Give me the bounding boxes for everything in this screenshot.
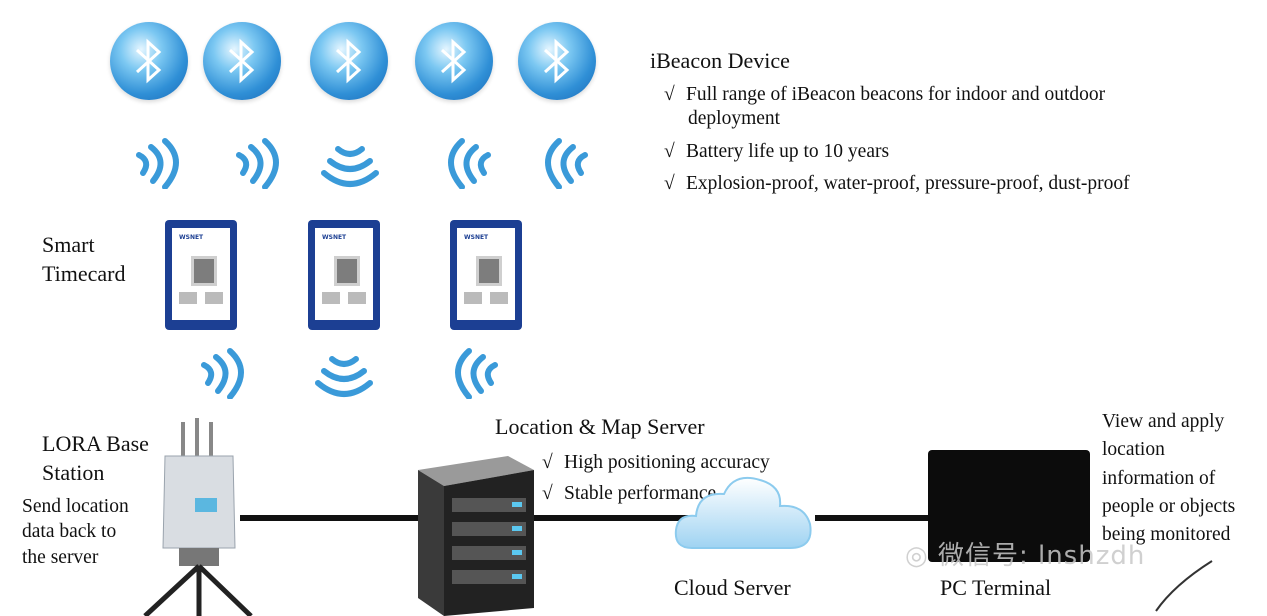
check-icon: √ [664, 84, 675, 105]
network-link [240, 515, 420, 521]
pc-terminal-desc: View and apply location information of p… [1102, 411, 1236, 546]
signal-wave-icon [201, 348, 244, 399]
bluetooth-beacon [110, 22, 188, 100]
bluetooth-beacon [415, 22, 493, 100]
check-icon: √ [542, 483, 553, 505]
signal-wave-icon [455, 348, 498, 399]
ibeacon-feature-list: √Full range of iBeacon beacons for indoo… [664, 83, 1130, 197]
server-icon [418, 456, 534, 616]
network-link [530, 515, 690, 521]
bluetooth-beacon [203, 22, 281, 100]
ibeacon-feature: √Battery life up to 10 years [664, 140, 1130, 164]
bluetooth-beacon [310, 22, 388, 100]
cloud-label: Cloud Server [674, 575, 791, 600]
ibeacon-feature: √Explosion-proof, water-proof, pressure-… [664, 172, 1130, 196]
network-link [815, 515, 935, 521]
bluetooth-icon [135, 38, 162, 84]
cloud-icon [674, 476, 812, 549]
signal-wave-icon [315, 356, 373, 397]
ibeacon-title: iBeacon Device [650, 48, 790, 73]
location-server-feature: √Stable performance [542, 478, 770, 509]
check-icon: √ [664, 140, 675, 162]
location-server-feature-list: √High positioning accuracy √Stable perfo… [542, 447, 770, 509]
stylus-stroke [1155, 560, 1213, 612]
signal-wave-icon [136, 138, 179, 189]
signal-wave-icon [448, 138, 491, 189]
base-station-title: LORA Base Station [42, 431, 149, 485]
location-server-title: Location & Map Server [495, 414, 705, 439]
bluetooth-icon [543, 38, 570, 84]
signal-wave-icon [545, 138, 588, 189]
pc-terminal-label: PC Terminal [940, 575, 1052, 600]
smart-timecard: WSNET [450, 220, 522, 330]
bluetooth-icon [335, 38, 362, 84]
location-server-feature: √High positioning accuracy [542, 447, 770, 478]
smart-timecard: WSNET [165, 220, 237, 330]
signal-wave-icon [321, 146, 379, 187]
ibeacon-feature: √Full range of iBeacon beacons for indoo… [664, 83, 1130, 107]
timecard-label: Smart Timecard [42, 232, 126, 286]
bluetooth-beacon [518, 22, 596, 100]
base-station-desc: Send location data back to the server [22, 496, 129, 568]
lora-base-station-icon [143, 418, 253, 616]
wechat-icon: ◎ [905, 541, 929, 571]
watermark: ◎ 微信号: lnshzdh [905, 541, 1146, 571]
bluetooth-icon [228, 38, 255, 84]
signal-wave-icon [236, 138, 279, 189]
ibeacon-feature-cont: deployment [688, 108, 781, 130]
check-icon: √ [664, 173, 675, 195]
pc-terminal-screen [928, 450, 1090, 562]
check-icon: √ [542, 452, 553, 473]
bluetooth-icon [440, 38, 467, 84]
smart-timecard: WSNET [308, 220, 380, 330]
